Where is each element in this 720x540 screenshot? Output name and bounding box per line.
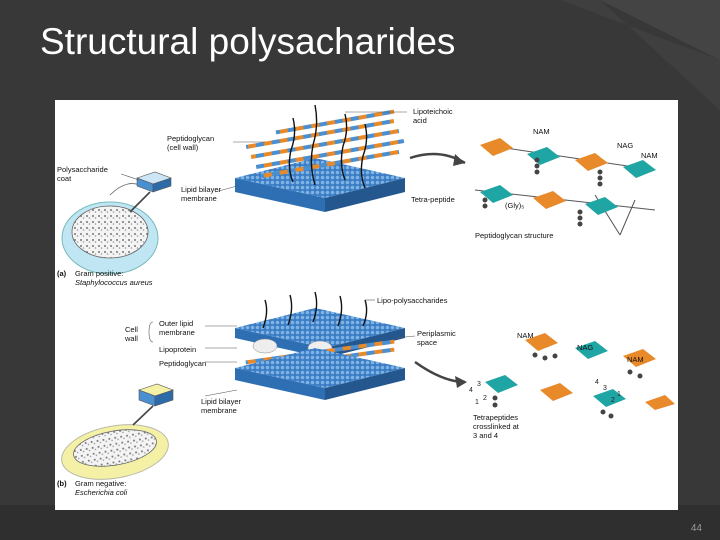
panel-b-caption: Gram negative:	[75, 479, 126, 488]
svg-text:4: 4	[469, 387, 473, 394]
label-peptidoglycan-b: Peptidoglycan	[159, 359, 206, 368]
label-tetrapeptides: Tetrapeptides	[473, 413, 518, 422]
label-space: space	[417, 338, 437, 347]
label-peptidoglycan: Peptidoglycan	[167, 134, 214, 143]
label-3-and-4: 3 and 4	[473, 431, 498, 440]
slide-title: Structural polysacharides	[40, 21, 456, 62]
peptidoglycan-structure-a: NAM NAG NAM Tetra-peptide (Gly)₅ Peptido…	[411, 127, 658, 240]
gram-positive-cell-illustration	[61, 183, 159, 275]
label-peptidoglycan-structure: Peptidoglycan structure	[475, 231, 553, 240]
cell-wall-diagram: Peptidoglycan (cell wall) Polysaccharide…	[55, 100, 678, 510]
label-cell: Cell	[125, 325, 138, 334]
label-polysaccharide: Polysaccharide	[57, 165, 108, 174]
label-acid: acid	[413, 116, 427, 125]
svg-text:3: 3	[477, 381, 481, 388]
label-wall: wall	[124, 334, 138, 343]
label-lipoteichoic: Lipoteichoic	[413, 107, 453, 116]
label-outer-lipid: Outer lipid	[159, 319, 193, 328]
label-crosslinked: crosslinked at	[473, 422, 520, 431]
label-membrane-b: membrane	[201, 406, 237, 415]
label-nam-b-2: NAM	[627, 355, 644, 364]
label-lipid-bilayer-b: Lipid bilayer	[201, 397, 242, 406]
label-lipopolysaccharides: Lipo-polysaccharides	[377, 296, 448, 305]
page-number: 44	[690, 523, 702, 534]
label-periplasmic: Periplasmic	[417, 329, 456, 338]
cell-wall-cube	[136, 171, 172, 193]
panel-a-caption: Gram positive:	[75, 269, 123, 278]
gram-positive-wall-block	[235, 104, 405, 212]
svg-text:1: 1	[617, 391, 621, 398]
label-nam-2: NAM	[641, 151, 658, 160]
label-outer-membrane: membrane	[159, 328, 195, 337]
svg-text:4: 4	[595, 379, 599, 386]
panel-a-species: Staphylococcus aureus	[75, 278, 153, 287]
cell-wall-cube-b	[138, 383, 174, 407]
label-nag-b: NAG	[577, 343, 593, 352]
label-membrane: membrane	[181, 194, 217, 203]
panel-b: Cell wall Outer lipid membrane Lipoprote…	[57, 291, 675, 497]
panel-b-label: (b)	[57, 479, 67, 488]
panel-a: Peptidoglycan (cell wall) Polysaccharide…	[57, 104, 658, 287]
svg-text:1: 1	[475, 399, 479, 406]
label-gly: (Gly)₅	[505, 201, 524, 210]
label-cell-wall: (cell wall)	[167, 143, 199, 152]
label-lipoprotein: Lipoprotein	[159, 345, 196, 354]
svg-text:3: 3	[603, 385, 607, 392]
svg-text:2: 2	[611, 397, 615, 404]
label-nam-1: NAM	[533, 127, 550, 136]
gram-negative-wall-block	[235, 291, 405, 400]
label-nag: NAG	[617, 141, 633, 150]
svg-text:2: 2	[483, 395, 487, 402]
label-tetrapeptide: Tetra-peptide	[411, 195, 455, 204]
label-coat: coat	[57, 174, 72, 183]
label-nam-b-1: NAM	[517, 331, 534, 340]
label-lipid-bilayer: Lipid bilayer	[181, 185, 222, 194]
panel-b-species: Escherichia coli	[75, 488, 127, 497]
arrow-icon	[129, 191, 151, 213]
panel-a-label: (a)	[57, 269, 67, 278]
gram-negative-cell-illustration	[61, 424, 169, 480]
arrow-icon	[132, 405, 154, 426]
